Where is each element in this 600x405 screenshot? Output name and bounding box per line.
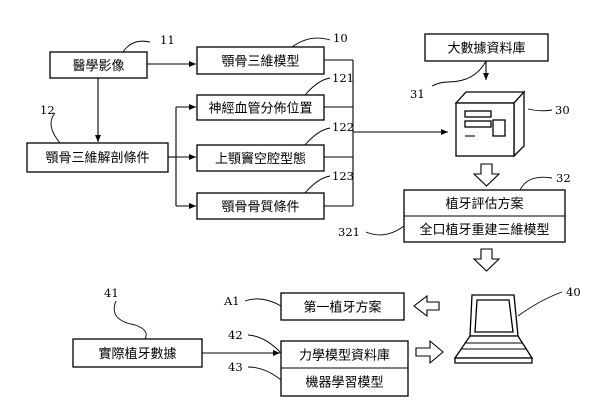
reference-numbers: 11 10 121 12 122 123 31 30 32 321 40 A1 … [40, 31, 581, 374]
full-mouth-model-label: 全口植牙重建三維模型 [419, 222, 549, 238]
jaw-anatomy-label: 顎骨三維解剖條件 [45, 151, 149, 166]
hollow-arrow-laptop-to-first-plan [413, 294, 440, 318]
mechanics-ml-box: 力學模型資料庫 機器學習模型 [280, 340, 409, 397]
bone-quality-box: 顎骨骨質條件 [196, 192, 325, 220]
jaw-3d-model-label: 顎骨三維模型 [221, 55, 299, 70]
ref-11: 11 [160, 33, 175, 47]
ref-43: 43 [228, 360, 243, 374]
ref-121: 121 [332, 71, 354, 85]
ref-321: 321 [338, 225, 360, 239]
nerve-vessel-label: 神經血管分佈位置 [208, 101, 312, 117]
ref-A1: A1 [223, 294, 240, 308]
ref-10: 10 [333, 31, 348, 45]
implant-plan-box: 植牙評估方案 全口植牙重建三維模型 [403, 189, 566, 243]
jaw-3d-model-box: 顎骨三維模型 [196, 46, 325, 75]
hollow-arrow-mechanics-to-laptop [415, 339, 444, 365]
nerve-vessel-box: 神經血管分佈位置 [196, 94, 325, 121]
actual-data-label: 實際植牙數據 [98, 346, 176, 362]
medical-image-label: 醫學影像 [72, 59, 124, 74]
ref-122: 122 [332, 120, 354, 134]
ref-31: 31 [410, 87, 425, 101]
jaw-anatomy-box: 顎骨三維解剖條件 [26, 142, 169, 173]
maxillary-sinus-label: 上顎竇空腔型態 [215, 151, 306, 167]
hollow-arrow-server-to-plan [472, 163, 501, 187]
server-icon [454, 90, 526, 158]
ref-42: 42 [228, 328, 243, 342]
medical-image-box: 醫學影像 [49, 51, 148, 79]
big-data-db-label: 大數據資料庫 [447, 42, 525, 57]
ref-30: 30 [555, 103, 570, 117]
actual-data-box: 實際植牙數據 [72, 338, 203, 368]
ref-40: 40 [566, 285, 581, 299]
connectors [95, 59, 489, 356]
mechanics-db-label: 力學模型資料庫 [299, 349, 390, 364]
maxillary-sinus-box: 上顎竇空腔型態 [196, 144, 325, 172]
ml-model-label: 機器學習模型 [305, 376, 383, 391]
ref-123: 123 [332, 169, 354, 183]
first-plan-box: 第一植牙方案 [280, 292, 405, 321]
laptop-icon [453, 294, 534, 364]
big-data-db-box: 大數據資料庫 [424, 33, 549, 62]
implant-plan-label: 植牙評估方案 [445, 196, 523, 212]
reference-leaders [50, 37, 563, 381]
first-plan-label: 第一植牙方案 [303, 300, 381, 316]
ref-32: 32 [556, 171, 571, 185]
ref-41: 41 [104, 286, 119, 300]
ref-12: 12 [40, 103, 55, 117]
bone-quality-label: 顎骨骨質條件 [221, 200, 299, 215]
hollow-arrow-plan-to-laptop [472, 248, 501, 272]
